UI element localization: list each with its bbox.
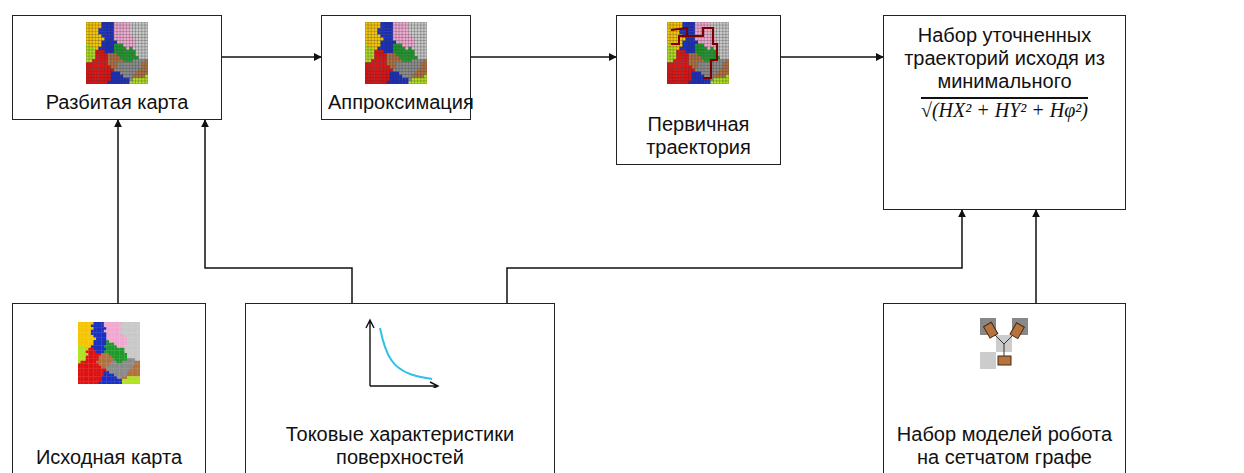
box-label: Исходная карта: [19, 446, 199, 469]
process-box: Аппроксимация: [321, 15, 471, 120]
hex-illustration: [78, 322, 140, 384]
grid-illustration: [86, 22, 148, 84]
arrow-connector: [781, 56, 883, 58]
process-box: Первичная траектория: [616, 15, 781, 165]
process-box: Набор моделей робота на сетчатом графе: [883, 303, 1126, 473]
box-label: Аппроксимация: [328, 91, 464, 114]
curve-illustration: [360, 318, 440, 388]
box-label: Набор моделей робота на сетчатом графе: [890, 423, 1119, 469]
arrow-connector: [205, 120, 352, 303]
process-box: Исходная карта: [12, 303, 206, 473]
arrow-connector: [471, 56, 616, 58]
path-illustration: [667, 22, 729, 84]
arrow-connector: [507, 210, 962, 303]
robot-illustration: [980, 318, 1028, 370]
process-box: Разбитая карта: [12, 15, 222, 120]
box-label: Первичная траектория: [623, 113, 774, 159]
grid-illustration: [365, 22, 427, 84]
arrow-connector: [1035, 210, 1037, 303]
process-box: Токовые характеристики поверхностей: [245, 303, 555, 473]
arrow-connector: [117, 120, 119, 303]
formula: √(HX² + HY² + Hφ²): [890, 99, 1119, 122]
box-label: Разбитая карта: [19, 91, 215, 114]
box-label: Токовые характеристики поверхностей: [252, 423, 548, 469]
box-label: Набор уточненных траекторий исходя из ми…: [890, 24, 1119, 93]
arrow-connector: [222, 56, 321, 58]
process-box: Набор уточненных траекторий исходя из ми…: [883, 15, 1126, 210]
